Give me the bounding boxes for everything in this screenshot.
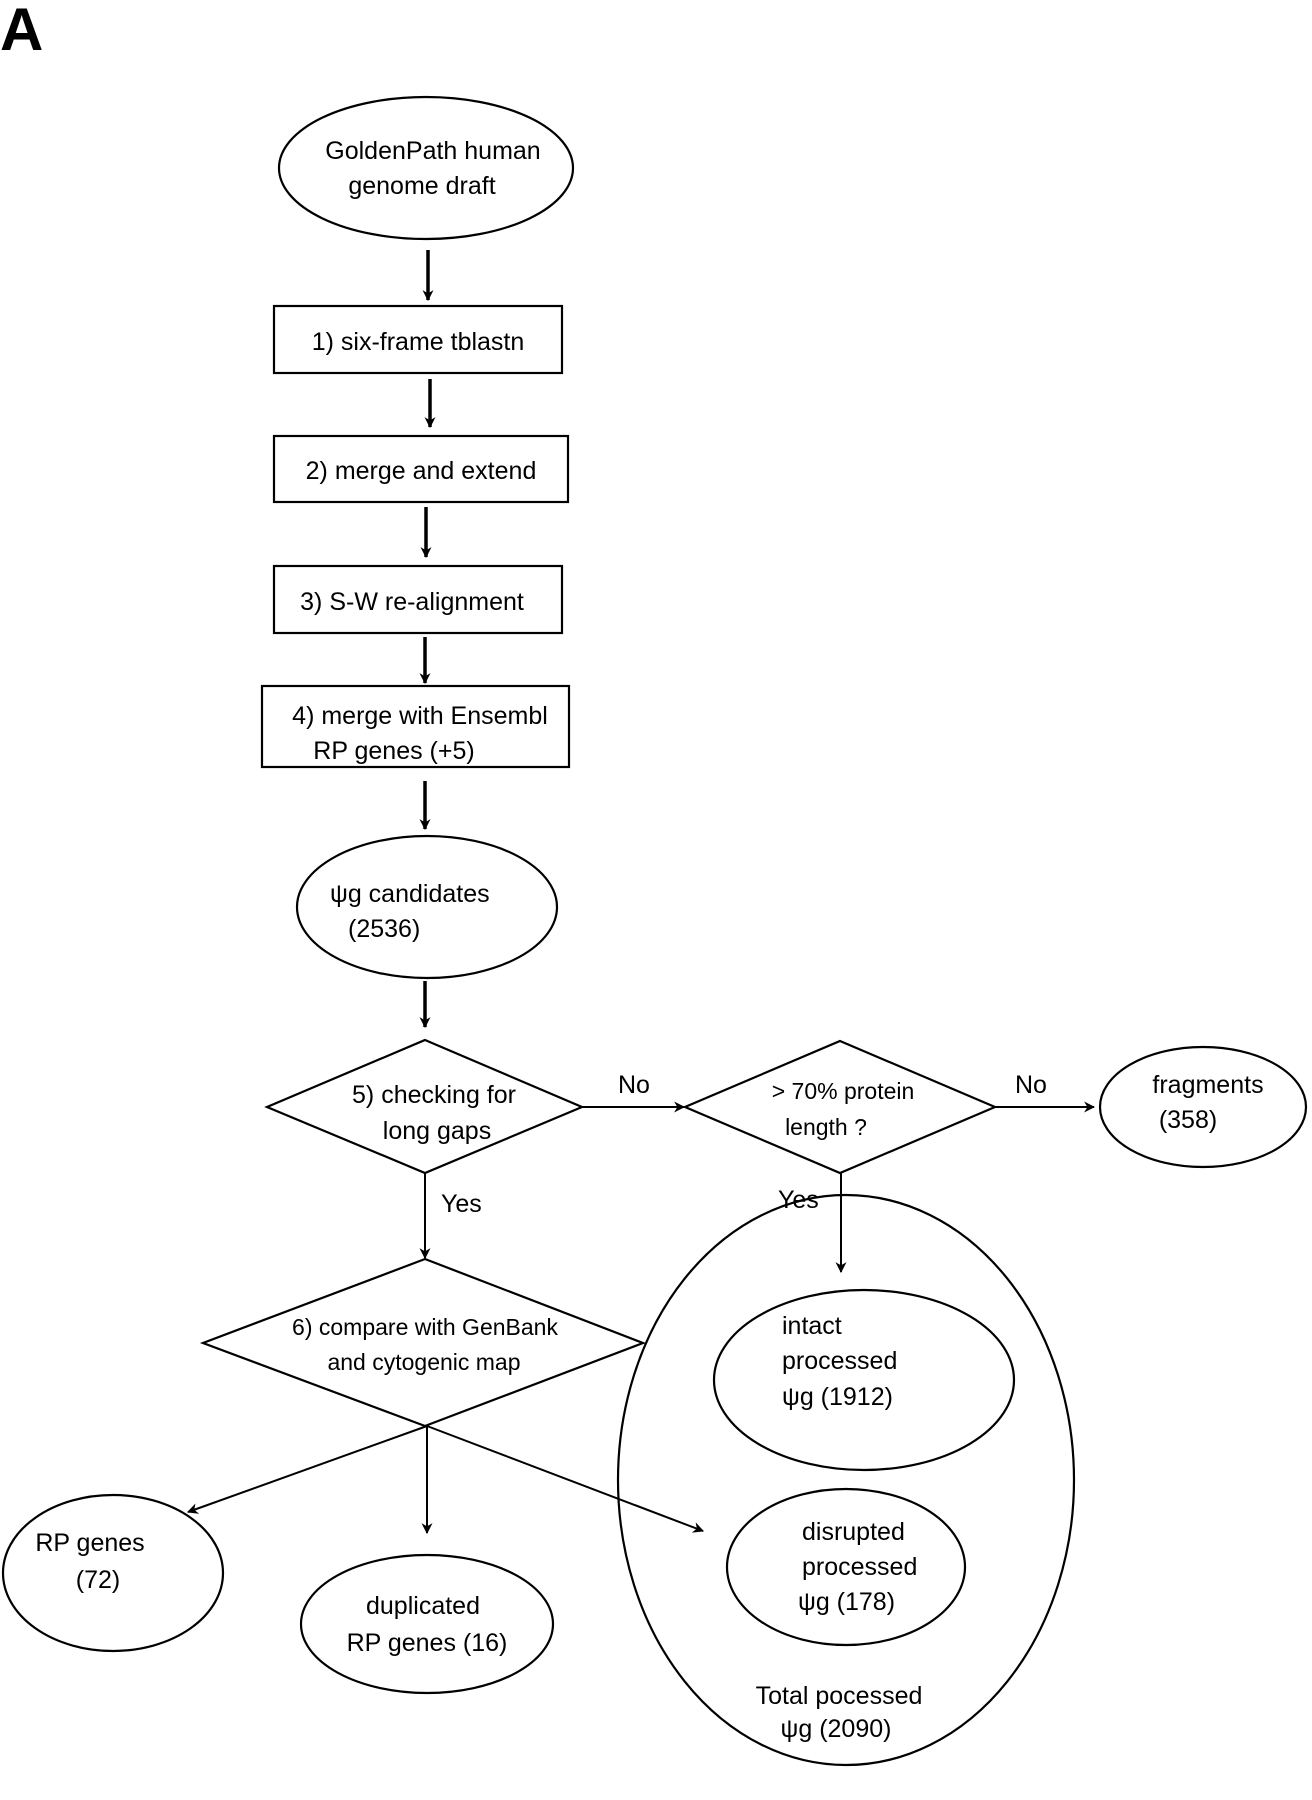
node-protein-check: > 70% protein length ? xyxy=(682,1039,998,1175)
node-disrupted-line3: ψg (178) xyxy=(798,1588,895,1616)
node-rp-genes: RP genes (72) xyxy=(1,1493,225,1653)
node-fragments-line2: (358) xyxy=(1159,1106,1217,1134)
node-duplicated-line2: RP genes (16) xyxy=(347,1629,508,1657)
node-duplicated-line1: duplicated xyxy=(366,1592,480,1620)
node-step2-label: 2) merge and extend xyxy=(306,457,537,485)
node-step5-line1: 5) checking for xyxy=(352,1081,516,1109)
node-step4-line2: RP genes (+5) xyxy=(313,737,474,765)
node-step1-label: 1) six-frame tblastn xyxy=(312,328,525,356)
group-total-processed: Total pocessed ψg (2090) xyxy=(616,1193,1076,1767)
node-intact: intact processed ψg (1912) xyxy=(712,1288,1016,1472)
node-candidates: ψg candidates (2536) xyxy=(295,834,559,980)
panel-label: A xyxy=(0,0,43,63)
arrow-step6-disrupted xyxy=(426,1425,705,1533)
node-duplicated: duplicated RP genes (16) xyxy=(299,1553,555,1695)
node-step6-line2: and cytogenic map xyxy=(327,1349,520,1375)
node-step2: 2) merge and extend xyxy=(272,434,570,504)
node-disrupted-line1: disrupted xyxy=(802,1518,905,1546)
node-step3-label: 3) S-W re-alignment xyxy=(300,588,524,616)
node-candidates-line1: ψg candidates xyxy=(330,880,490,908)
node-intact-line2: processed xyxy=(782,1347,897,1375)
node-disrupted-line2: processed xyxy=(802,1553,917,1581)
node-step4-line1: 4) merge with Ensembl xyxy=(292,702,548,730)
node-fragments: fragments (358) xyxy=(1098,1045,1308,1169)
node-step1: 1) six-frame tblastn xyxy=(272,304,564,375)
node-step3: 3) S-W re-alignment xyxy=(272,564,564,635)
node-protein-check-line1: > 70% protein xyxy=(772,1078,915,1104)
node-intact-line1: intact xyxy=(782,1312,842,1340)
node-source: GoldenPath human genome draft xyxy=(277,95,575,241)
node-protein-check-line2: length ? xyxy=(785,1114,867,1140)
node-fragments-line1: fragments xyxy=(1152,1071,1263,1099)
node-step4: 4) merge with Ensembl RP genes (+5) xyxy=(260,684,571,769)
node-disrupted: disrupted processed ψg (178) xyxy=(725,1487,967,1647)
edge-label-yes1: Yes xyxy=(441,1190,482,1218)
node-source-line1: GoldenPath human xyxy=(325,137,540,165)
node-step5-line2: long gaps xyxy=(383,1117,491,1145)
node-step6-line1: 6) compare with GenBank xyxy=(292,1314,558,1340)
edge-label-no1: No xyxy=(618,1071,650,1099)
node-intact-line3: ψg (1912) xyxy=(782,1383,893,1411)
node-step6: 6) compare with GenBank and cytogenic ma… xyxy=(199,1257,647,1428)
arrow-step6-rp-genes xyxy=(186,1425,428,1514)
node-rp-genes-line1: RP genes xyxy=(35,1529,144,1557)
edge-label-no2: No xyxy=(1015,1071,1047,1099)
node-step5: 5) checking for long gaps xyxy=(264,1038,585,1175)
node-source-line2: genome draft xyxy=(348,172,495,200)
node-rp-genes-line2: (72) xyxy=(76,1566,120,1594)
node-total-line1: Total pocessed xyxy=(756,1682,923,1710)
node-candidates-line2: (2536) xyxy=(348,915,420,943)
edge-label-yes2: Yes xyxy=(778,1186,819,1214)
node-total-line2: ψg (2090) xyxy=(781,1715,892,1743)
